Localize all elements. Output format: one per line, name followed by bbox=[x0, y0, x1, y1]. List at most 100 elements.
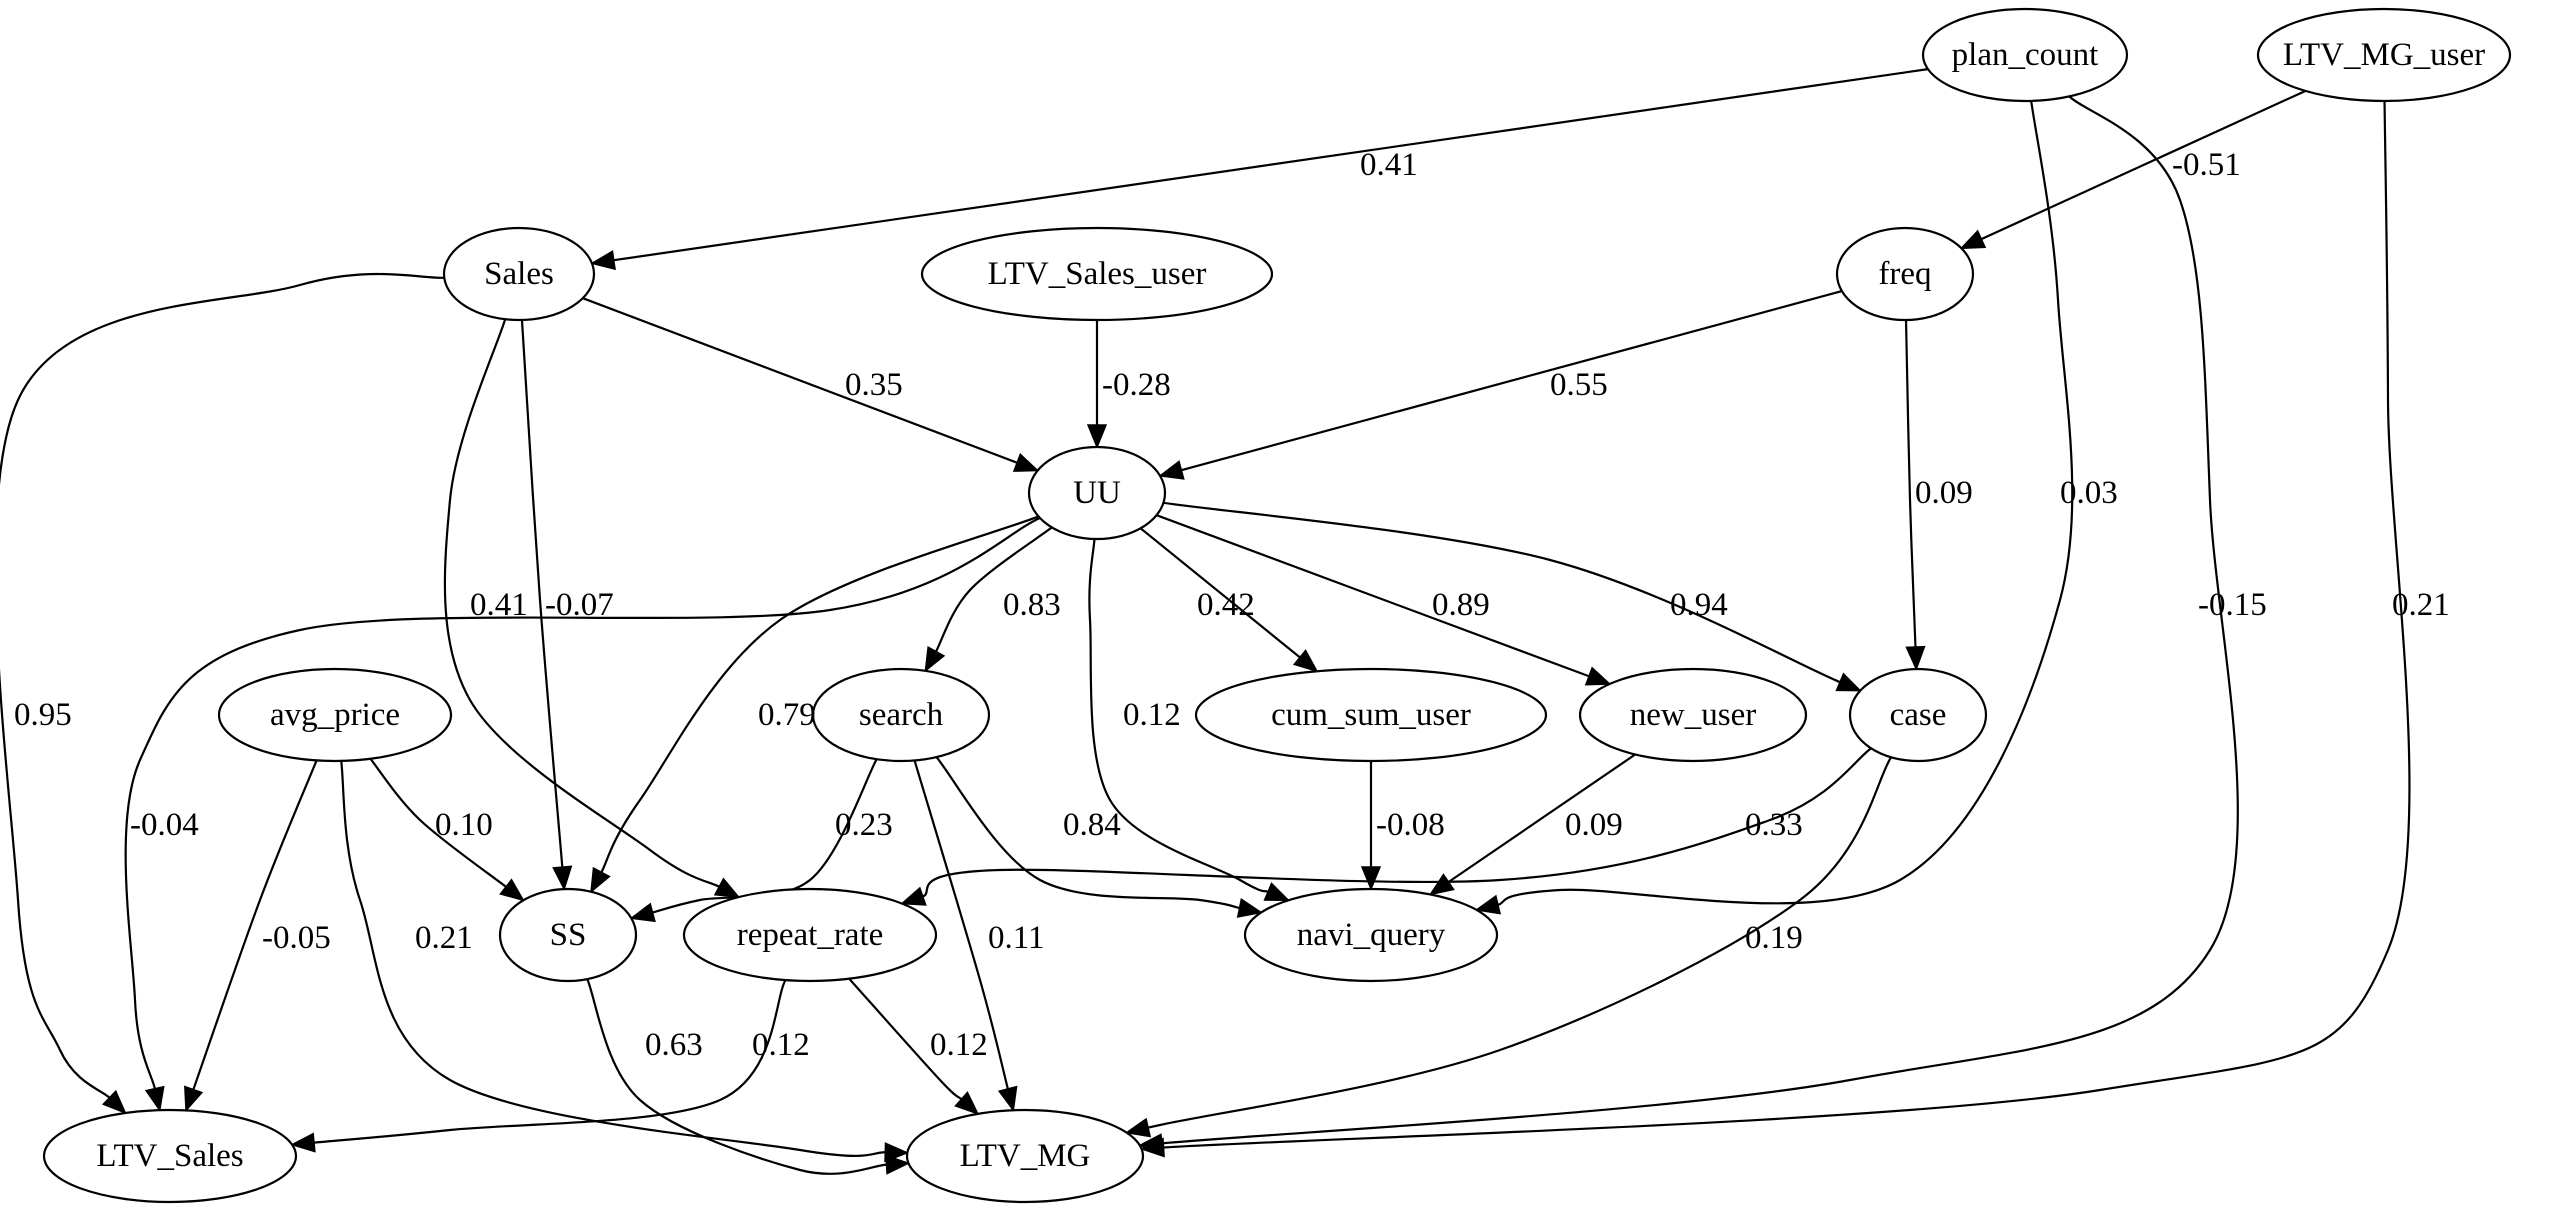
node-navi-query: navi_query bbox=[1243, 887, 1499, 983]
arrowhead-icon bbox=[924, 645, 946, 673]
edge-line bbox=[1129, 756, 1892, 1133]
arrowhead-icon bbox=[552, 865, 573, 892]
node-ellipse bbox=[1194, 667, 1548, 763]
edge-line bbox=[1088, 538, 1269, 893]
edge-weight-label: 0.41 bbox=[470, 587, 528, 623]
arrowhead-icon bbox=[499, 878, 525, 902]
edge-weight-label: 0.09 bbox=[1915, 475, 1973, 511]
edge-line bbox=[192, 760, 318, 1090]
arrowhead-icon bbox=[1428, 873, 1455, 896]
edge-cum_sum_user-to-navi_query bbox=[1360, 761, 1382, 891]
edge-weight-label: 0.83 bbox=[1003, 587, 1061, 623]
arrowhead-icon bbox=[1835, 672, 1863, 692]
edge-line bbox=[340, 760, 886, 1157]
edge-avg_price-to-LTV_Sales bbox=[184, 760, 318, 1113]
node-plan-count: plan_count bbox=[1921, 7, 2129, 103]
node-ellipse bbox=[1848, 667, 1988, 763]
node-label: plan_count bbox=[1952, 37, 2099, 73]
edge-line bbox=[443, 318, 720, 888]
node-ellipse bbox=[442, 226, 596, 322]
edges-layer bbox=[0, 68, 2411, 1175]
arrowhead-icon bbox=[144, 1085, 165, 1113]
edge-case-to-LTV_MG bbox=[1124, 756, 1892, 1138]
edge-plan_count-to-Sales bbox=[590, 68, 1929, 271]
arrowhead-icon bbox=[1292, 649, 1319, 673]
edge-plan_count-to-LTV_MG bbox=[1137, 95, 2239, 1154]
edge-line bbox=[313, 979, 787, 1144]
node-ellipse bbox=[1921, 7, 2129, 103]
edge-weight-label: -0.51 bbox=[2172, 147, 2241, 183]
arrowhead-icon bbox=[1474, 894, 1502, 915]
edge-line bbox=[369, 758, 507, 888]
arrowhead-icon bbox=[900, 886, 927, 906]
edge-line bbox=[935, 526, 1053, 653]
arrowhead-icon bbox=[590, 866, 611, 894]
node-cum-sum-user: cum_sum_user bbox=[1194, 667, 1548, 763]
node-ellipse bbox=[1835, 226, 1975, 322]
edge-weight-label: 0.09 bbox=[1565, 807, 1623, 843]
edge-labels-layer: 0.410.03-0.15-0.510.210.350.950.41-0.07-… bbox=[14, 147, 2450, 1063]
edge-freq-to-case bbox=[1904, 319, 1926, 671]
edge-weight-label: -0.07 bbox=[545, 587, 614, 623]
edge-line bbox=[1156, 514, 1590, 678]
edge-weight-label: -0.08 bbox=[1376, 807, 1445, 843]
node-label: search bbox=[859, 697, 944, 733]
node-uu: UU bbox=[1027, 445, 1167, 541]
edge-UU-to-search bbox=[924, 526, 1053, 673]
edge-search-to-navi_query bbox=[935, 756, 1264, 918]
edge-UU-to-new_user bbox=[1156, 514, 1612, 686]
node-ellipse bbox=[498, 887, 638, 983]
edge-line bbox=[913, 760, 1009, 1090]
edge-line bbox=[1904, 319, 1917, 648]
edge-UU-to-cum_sum_user bbox=[1139, 527, 1319, 673]
arrowhead-icon bbox=[885, 1154, 911, 1175]
edge-line bbox=[935, 756, 1240, 910]
node-sales: Sales bbox=[442, 226, 596, 322]
edge-weight-label: 0.10 bbox=[435, 807, 493, 843]
edge-line bbox=[1161, 95, 2239, 1145]
edge-weight-label: 0.21 bbox=[2392, 587, 2450, 623]
arrowhead-icon bbox=[590, 250, 616, 271]
arrowhead-icon bbox=[1158, 460, 1185, 480]
node-ellipse bbox=[920, 226, 1274, 322]
node-ellipse bbox=[682, 887, 938, 983]
edge-line bbox=[613, 68, 1929, 262]
edge-weight-label: 0.21 bbox=[415, 920, 473, 956]
edge-repeat_rate-to-LTV_MG bbox=[848, 977, 980, 1116]
node-label: UU bbox=[1073, 475, 1121, 511]
node-label: LTV_Sales bbox=[96, 1138, 243, 1174]
node-label: Sales bbox=[484, 256, 554, 292]
edge-line bbox=[582, 297, 1018, 464]
edge-weight-label: 0.03 bbox=[2060, 475, 2118, 511]
edge-weight-label: 0.63 bbox=[645, 1027, 703, 1063]
arrowhead-icon bbox=[1086, 424, 1108, 449]
edge-weight-label: 0.12 bbox=[930, 1027, 988, 1063]
edge-line bbox=[1163, 501, 1841, 684]
arrowhead-icon bbox=[629, 902, 656, 923]
edge-UU-to-navi_query bbox=[1088, 538, 1291, 902]
node-ltv-sales: LTV_Sales bbox=[42, 1108, 298, 1204]
edge-weight-label: 0.19 bbox=[1745, 920, 1803, 956]
arrowhead-icon bbox=[1263, 882, 1291, 902]
node-ellipse bbox=[42, 1108, 298, 1204]
node-ellipse bbox=[905, 1108, 1145, 1204]
node-freq: freq bbox=[1835, 226, 1975, 322]
edge-line bbox=[520, 319, 564, 868]
arrowhead-icon bbox=[1584, 666, 1612, 686]
node-ellipse bbox=[1243, 887, 1499, 983]
edge-UU-to-SS bbox=[590, 515, 1039, 894]
edge-weight-label: 0.12 bbox=[752, 1027, 810, 1063]
edge-line bbox=[922, 747, 1872, 898]
edge-UU-to-LTV_Sales bbox=[124, 517, 1041, 1113]
arrowhead-icon bbox=[101, 1089, 127, 1115]
edge-Sales-to-LTV_Sales bbox=[0, 272, 445, 1115]
edge-weight-label: -0.28 bbox=[1102, 367, 1171, 403]
arrowhead-icon bbox=[1905, 645, 1926, 671]
edge-weight-label: 0.55 bbox=[1550, 367, 1608, 403]
edge-weight-label: 0.79 bbox=[758, 697, 816, 733]
node-search: search bbox=[811, 667, 991, 763]
node-label: LTV_Sales_user bbox=[988, 256, 1207, 292]
node-ellipse bbox=[1578, 667, 1808, 763]
arrowhead-icon bbox=[713, 877, 741, 899]
edge-weight-label: 0.11 bbox=[988, 920, 1045, 956]
